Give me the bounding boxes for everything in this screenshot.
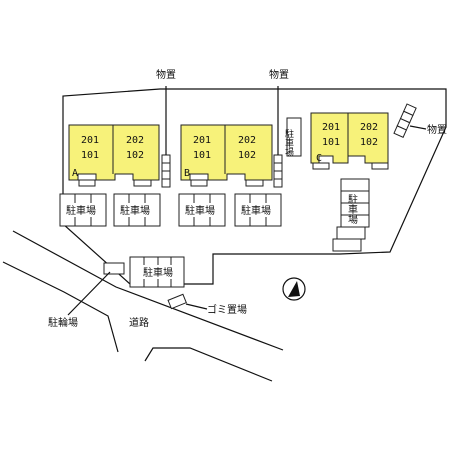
storage-label: 物置 — [269, 68, 289, 81]
road-edge-lower — [2, 261, 119, 353]
storage-right — [393, 103, 417, 138]
storage-label: 物置 — [427, 123, 447, 136]
storage-right-leader — [409, 125, 427, 130]
parking-row-1: 駐車場 — [59, 193, 107, 227]
unit-201: 201 — [81, 135, 99, 146]
unit-202: 202 — [360, 122, 378, 133]
building-b: 201 202 101 102 B — [180, 124, 273, 187]
building-label: A — [72, 168, 78, 179]
storage-b: 物置 — [269, 68, 289, 188]
parking-label: 駐車場 — [241, 204, 271, 217]
bike-parking-area — [103, 262, 125, 275]
parking-label: 駐車場 — [346, 193, 358, 225]
garbage-label: ゴミ置場 — [207, 303, 247, 316]
bike-parking-leader — [67, 271, 111, 316]
unit-101: 101 — [193, 150, 211, 161]
parking-label: 駐車場 — [120, 204, 150, 217]
unit-101: 101 — [81, 150, 99, 161]
road-edge-upper — [12, 230, 284, 351]
unit-102: 102 — [360, 137, 378, 148]
unit-202: 202 — [238, 135, 256, 146]
bike-parking-label: 駐輪場 — [48, 316, 78, 329]
parking-front: 駐車場 — [129, 256, 185, 288]
unit-201: 201 — [193, 135, 211, 146]
unit-102: 102 — [126, 150, 144, 161]
unit-101: 101 — [322, 137, 340, 148]
parking-row-4: 駐車場 — [234, 193, 282, 227]
garbage-leader — [185, 303, 208, 310]
road-edge-bottom — [144, 347, 273, 382]
unit-201: 201 — [322, 122, 340, 133]
unit-102: 102 — [238, 150, 256, 161]
road-label: 道路 — [129, 316, 149, 329]
parking-right: 駐車場 — [332, 178, 370, 252]
unit-202: 202 — [126, 135, 144, 146]
parking-label: 駐車場 — [283, 128, 294, 157]
building-a: 201 202 101 102 A — [68, 124, 160, 187]
parking-side: 駐車場 — [283, 117, 302, 157]
parking-label: 駐車場 — [185, 204, 215, 217]
parking-label: 駐車場 — [66, 204, 96, 217]
storage-a: 物置 — [156, 68, 176, 188]
building-label: C — [316, 153, 322, 164]
parking-row-2: 駐車場 — [113, 193, 161, 227]
building-label: B — [184, 168, 190, 179]
parking-label: 駐車場 — [143, 266, 173, 279]
parking-row-3: 駐車場 — [178, 193, 226, 227]
building-c: 201 202 101 102 C — [310, 112, 389, 170]
garbage-area — [167, 293, 187, 310]
storage-label: 物置 — [156, 68, 176, 81]
north-arrow-icon — [282, 277, 306, 301]
